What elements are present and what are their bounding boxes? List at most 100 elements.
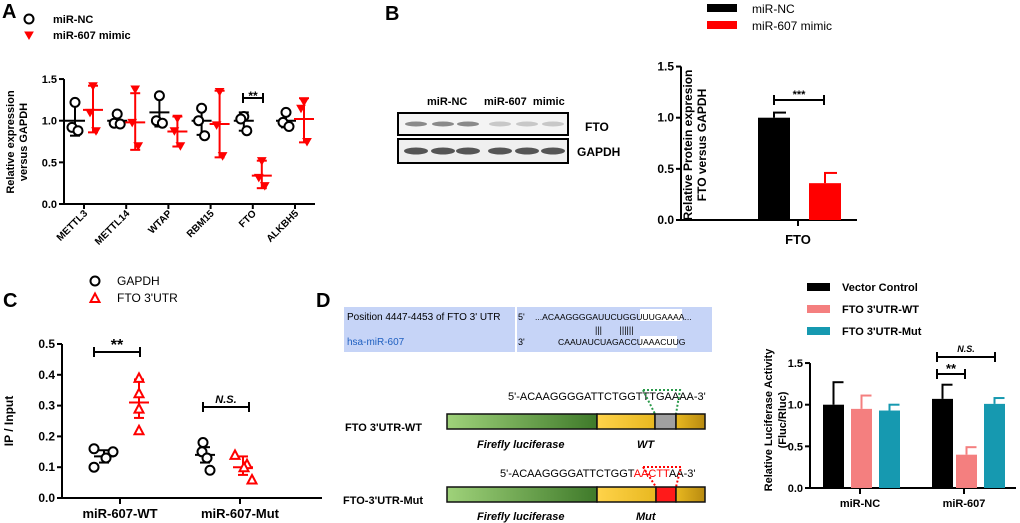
y-tick-label: 1.5 — [657, 60, 674, 74]
legend-swatch — [707, 4, 737, 12]
data-point — [299, 98, 309, 107]
y-axis-label: Relative expressionversus GAPDH — [5, 90, 30, 194]
data-point — [114, 118, 126, 130]
data-point — [133, 142, 144, 151]
pairing-lines: ||| |||||| — [595, 325, 634, 335]
x-tick-label: FTO — [785, 232, 811, 247]
y-tick-label: 0.5 — [657, 162, 674, 176]
significance-label: N.S. — [957, 344, 975, 354]
data-point — [245, 472, 259, 485]
y-axis-label-line: Relative expression — [5, 90, 17, 194]
data-point — [241, 125, 253, 137]
bar — [851, 408, 872, 488]
mut-site-callout — [642, 466, 683, 488]
wt-segment1-label: Firefly luciferase — [477, 439, 564, 451]
blot-lane-label-nc: miR-NC — [427, 96, 467, 108]
x-tick-label: miR-NC — [840, 498, 880, 510]
y-tick-label: 0.0 — [788, 483, 803, 495]
data-point — [88, 82, 98, 91]
y-axis-label-line: Relative Protein expresion — [681, 70, 695, 221]
panel-label-c: C — [3, 290, 17, 312]
bar — [932, 398, 953, 488]
significance-label: ** — [946, 361, 957, 376]
wt-utr-end-segment — [675, 413, 706, 430]
y-tick-label: 0.0 — [657, 213, 674, 227]
sequence-alignment: Position 4447-4453 of FTO 3' UTR hsa-miR… — [344, 307, 712, 352]
data-point — [88, 443, 100, 455]
fto-band — [516, 121, 538, 127]
data-point — [132, 386, 146, 399]
data-point — [85, 108, 95, 118]
mir-name-link[interactable]: hsa-miR-607 — [347, 337, 405, 348]
data-point — [283, 121, 295, 133]
data-point — [88, 461, 100, 473]
data-point — [91, 127, 101, 136]
data-point — [132, 402, 146, 414]
bar — [823, 404, 844, 488]
data-point — [253, 173, 264, 183]
legend-label: Vector Control — [842, 282, 918, 294]
bar — [956, 454, 977, 488]
western-blot: miR-NC miR-607 mimic FTO GAPDH — [397, 96, 620, 164]
data-point — [111, 108, 123, 120]
significance-label: *** — [793, 89, 807, 101]
legend-swatch — [707, 21, 737, 29]
blot-band-label-fto: FTO — [585, 120, 609, 134]
legend-marker — [24, 31, 34, 41]
mut-utr-end-segment — [675, 486, 706, 503]
mut-firefly-segment — [446, 486, 598, 503]
y-axis-label-line: (Fluc/Rluc) — [777, 391, 789, 448]
mut-seq: 5'-ACAAGGGGATTCTGGTAACTTAA-3' — [500, 468, 696, 480]
significance-label: ** — [248, 89, 258, 103]
panel-label-b: B — [385, 3, 399, 25]
gapdh-band — [488, 147, 512, 155]
x-tick-label: METTL14 — [93, 208, 133, 248]
x-tick-label: METTL3 — [55, 208, 91, 244]
data-point — [217, 152, 228, 161]
y-tick-label: 0.5 — [42, 157, 57, 169]
data-point — [132, 371, 146, 383]
legend-swatch — [807, 283, 830, 291]
data-point — [259, 182, 270, 191]
data-point — [130, 85, 141, 95]
wt-firefly-segment — [446, 413, 598, 430]
data-point — [193, 115, 205, 127]
data-point — [211, 121, 222, 130]
fto-band — [457, 121, 479, 127]
gapdh-band — [515, 147, 539, 155]
mut-site-segment — [655, 486, 677, 503]
gapdh-band — [431, 147, 455, 155]
x-tick-label: FTO — [237, 208, 259, 230]
x-tick-label: miR-607-Mut — [201, 506, 280, 521]
data-point — [237, 460, 251, 473]
wt-seq: 5'-ACAAGGGGATTCTGGTTTGAAAA-3' — [508, 391, 706, 403]
data-point — [199, 130, 211, 142]
y-tick-label: 0.0 — [38, 491, 55, 505]
data-point — [302, 138, 312, 147]
fto-band — [432, 121, 454, 127]
y-tick-label: 0.0 — [42, 199, 57, 211]
y-tick-label: 1.0 — [42, 116, 57, 128]
data-point — [69, 96, 81, 108]
blot-fto-strip — [397, 112, 569, 136]
data-point — [280, 106, 292, 118]
seed-highlight-bottom — [640, 336, 677, 348]
y-axis-label-line: Relative Luciferase Activity — [763, 348, 775, 492]
y-tick-label: 0.5 — [38, 337, 55, 351]
data-point — [107, 446, 119, 458]
y-tick-label: 1.5 — [42, 74, 57, 86]
data-point — [196, 102, 208, 114]
data-point — [214, 88, 225, 97]
utr-sequence: ...ACAAGGGGAUUCUGGUUUGAAAA... — [535, 312, 692, 322]
mut-utr-segment — [596, 486, 657, 503]
legend-marker — [88, 291, 102, 303]
mir-3prime: 3' — [518, 337, 525, 347]
y-axis-label-line: versus GAPDH — [18, 103, 30, 181]
legend-label: miR-NC — [53, 14, 93, 26]
data-point — [175, 142, 186, 151]
blot-lane-label-mimic: miR-607 mimic — [484, 96, 565, 108]
data-point — [172, 114, 183, 124]
bar — [809, 183, 841, 220]
y-tick-label: 0.3 — [38, 399, 55, 413]
